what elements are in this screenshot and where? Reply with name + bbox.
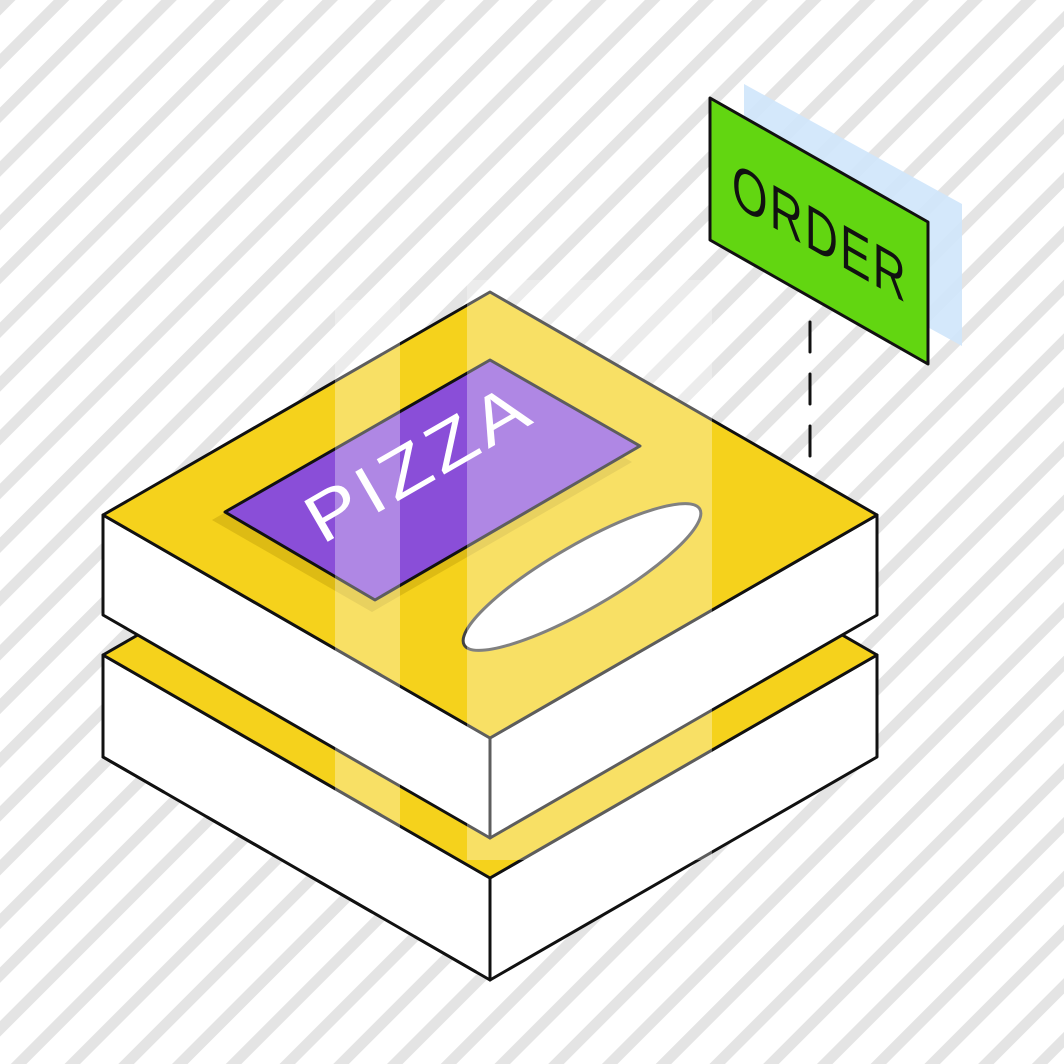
dashed-guide-line [101,755,492,982]
top-pizza-box: PIZZA [101,280,879,860]
lid-hole [461,502,703,652]
pizza-label-panel [223,358,642,602]
order-sign-panel [708,96,930,366]
pizza-box-icon: PIZZA [101,290,879,740]
light-highlight-stripes [335,280,712,860]
